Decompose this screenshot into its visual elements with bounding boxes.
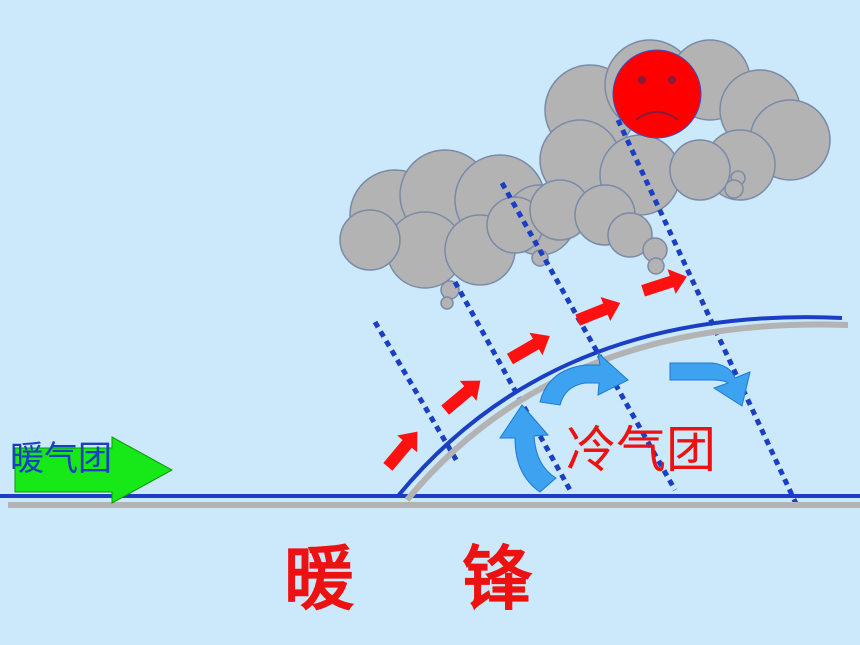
cold-air-mass-label: 冷气团 [566, 421, 716, 479]
dotted-rain-line-icon [372, 118, 801, 510]
cloud-icon [339, 39, 831, 310]
warm-air-mass-label: 暖气团 [10, 439, 112, 479]
front-shadow [404, 321, 849, 502]
title-char-warm: 暖 [284, 538, 355, 620]
blue-curved-arrow-icon [499, 351, 751, 493]
frontal-surface [396, 315, 843, 498]
right-arrow-icon [14, 436, 174, 504]
title-char-front: 锋 [462, 538, 533, 620]
red-arrow-icon [383, 269, 687, 471]
sad-face-sun-icon [612, 49, 702, 139]
